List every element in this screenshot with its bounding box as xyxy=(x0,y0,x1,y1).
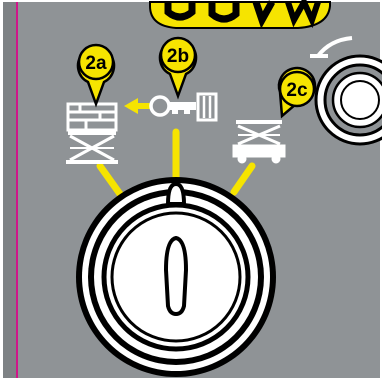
callout-2a-label: 2a xyxy=(85,53,107,74)
panel-side-strip xyxy=(3,2,17,378)
top-yellow-banner xyxy=(150,2,330,28)
callout-2c-label: 2c xyxy=(286,80,308,101)
callout-2b-label: 2b xyxy=(167,46,189,67)
key-switch-knob-icon xyxy=(76,177,276,377)
